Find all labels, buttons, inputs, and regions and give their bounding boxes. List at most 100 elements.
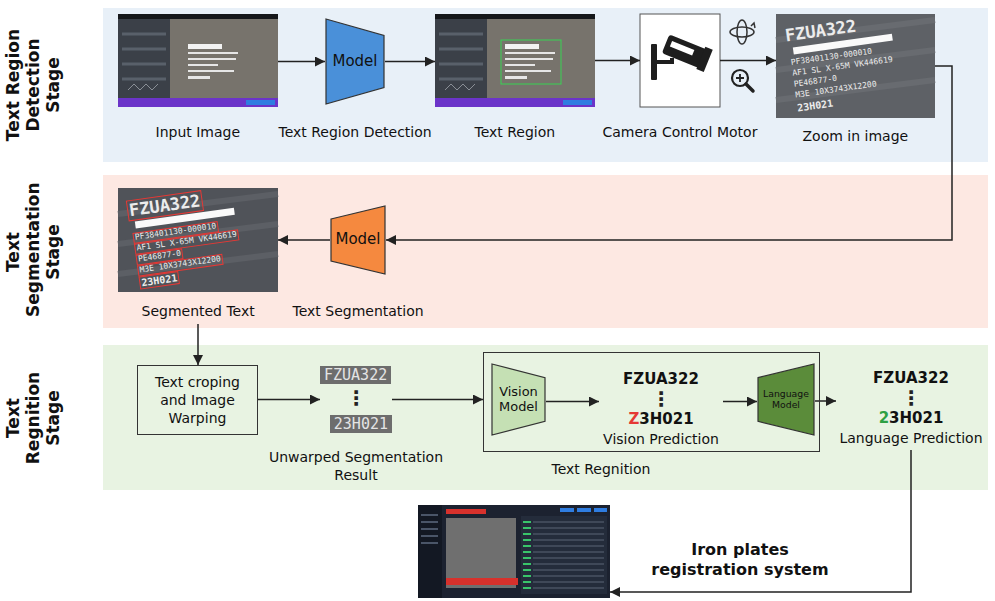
arrow-connector xyxy=(278,61,325,63)
camera-icon-part xyxy=(670,41,695,56)
connector-group xyxy=(198,61,952,593)
text-holder: Model xyxy=(325,18,385,105)
registration-screenshot-part xyxy=(446,518,516,588)
trapezoid-outline xyxy=(492,364,545,435)
stage-band: Text Region Detection StageInput ImageMo… xyxy=(103,8,988,162)
arrow-connector xyxy=(278,239,330,241)
trapezoid-outline xyxy=(758,364,814,435)
camera-icon-part xyxy=(696,47,712,72)
model-label: Model xyxy=(335,231,380,248)
text-holder: 23H021 xyxy=(330,415,392,433)
caption-text: Zoom in image xyxy=(803,127,909,145)
stage-label: Text Segmentation Stage xyxy=(3,187,63,317)
text-holder: Language Model xyxy=(757,363,815,436)
registration-screenshot-part xyxy=(421,515,438,543)
camera-box: Camera Control Motor xyxy=(640,14,720,107)
arrow-connector xyxy=(385,61,435,63)
registration-screenshot xyxy=(418,505,610,598)
rotate-icon-part xyxy=(730,27,754,37)
camera-icon-part xyxy=(657,58,672,62)
text-region-photo-part xyxy=(501,40,561,84)
registration-screenshot-part xyxy=(446,509,486,514)
text-region-photo xyxy=(435,14,595,107)
arrow-connector xyxy=(815,400,836,402)
caption-text: Input Image xyxy=(156,123,241,141)
caption-text: Language Prediction xyxy=(839,429,982,447)
unwarped-crop: FZUA322 xyxy=(320,366,391,384)
stage-label-holder: Text Segmentation Stage xyxy=(3,187,63,317)
plate-marking: FZUA322 xyxy=(784,17,858,45)
arrow-connector xyxy=(610,450,911,592)
stage-band: Text Regnition StageText croping and Ima… xyxy=(103,345,988,490)
rotate-icon-part xyxy=(737,20,747,44)
zoom-photo-part xyxy=(776,14,935,118)
text-holder: ⋮ xyxy=(320,385,392,411)
image-box: FZUA322PF38401130-000010AF1 SL X-65M VK4… xyxy=(118,188,278,292)
system-caption: Iron plates registration system xyxy=(645,540,835,580)
caption-holder: Text Region xyxy=(475,123,556,141)
registration-screenshot-part xyxy=(577,508,591,512)
model-label: Vision Model xyxy=(491,385,546,415)
prediction-row: ⋮ xyxy=(901,387,921,409)
caption-text: Camera Control Motor xyxy=(603,123,758,141)
prediction-row: Z3H021 xyxy=(628,410,693,428)
rotate-icon xyxy=(730,20,755,44)
unwarped-crop: 23H021 xyxy=(330,415,392,433)
arrow-connector xyxy=(723,401,757,403)
registration-screenshot-part xyxy=(560,508,574,512)
text-holder: Vision Model xyxy=(491,363,546,436)
caption-text: Text Regnition xyxy=(552,460,651,478)
prediction-text: 2 xyxy=(879,409,889,427)
caption-text: Text Segmentation xyxy=(293,302,424,320)
registration-screenshot-part xyxy=(418,505,610,598)
arrow-connector xyxy=(258,399,320,401)
text-holder: 23H021 xyxy=(797,98,834,114)
detection-band-fill xyxy=(103,8,988,162)
image-box: Input Image xyxy=(118,14,278,107)
trapezoid-outline xyxy=(326,19,384,104)
zoom-photo xyxy=(776,14,935,118)
segmentation-band-fill xyxy=(103,175,988,328)
caption-text: Text Region Detection xyxy=(279,123,432,141)
model-trapezoid: Language Model xyxy=(757,363,815,436)
stage-label: Text Regnition Stage xyxy=(3,353,63,483)
arrow-connector xyxy=(386,66,952,240)
zoom-icon-part xyxy=(746,84,753,91)
caption-holder: Camera Control Motor xyxy=(603,123,758,141)
prediction-group: FZUA322⋮ 23H021Language Prediction xyxy=(836,366,986,450)
registration-screenshot-part xyxy=(521,516,607,594)
prediction-row: ⋮ xyxy=(651,388,671,410)
prediction-text: ⋮ xyxy=(651,388,671,410)
text-holder: Model xyxy=(330,205,386,275)
zoom-icon xyxy=(732,70,753,91)
plate-marking: 23H021 xyxy=(797,98,834,114)
stage-label-holder: Text Regnition Stage xyxy=(3,353,63,483)
stage-label-holder: Text Region Detection Stage xyxy=(3,20,63,150)
group-box: Text RegnitionVision ModelFZUA322⋮Z3H021… xyxy=(483,352,820,452)
arrow-connector xyxy=(595,60,640,62)
process-box: Text croping and Image Warping xyxy=(137,365,258,435)
stage-label: Text Region Detection Stage xyxy=(3,20,63,150)
caption-text: Text Region xyxy=(475,123,556,141)
ellipsis-mark: ⋮ xyxy=(320,385,392,411)
text-holder: FZUA322 xyxy=(126,190,204,221)
model-label: Model xyxy=(332,53,377,70)
model-trapezoid: ModelText Region Detection xyxy=(325,18,385,105)
prediction-row: Vision Prediction xyxy=(603,428,719,448)
recognition-band-fill xyxy=(103,345,988,490)
image-box: FZUA322PF38401130-000010AF1 SL X-65M VK4… xyxy=(776,14,935,118)
prediction-text: Z xyxy=(628,410,639,428)
rotated-text-layer: FZUA322PF38401130-000010AF1 SL X-65M VK4… xyxy=(770,3,942,128)
prediction-text: 3H021 xyxy=(889,409,943,427)
segmented-photo xyxy=(118,188,278,292)
rotate-icon-part xyxy=(751,23,755,28)
prediction-row: FZUA322 xyxy=(873,369,949,387)
prediction-row: Language Prediction xyxy=(839,427,982,447)
registration-screenshot-part xyxy=(418,505,442,598)
registration-screenshot-part xyxy=(533,522,604,588)
prediction-text: ⋮ xyxy=(901,387,921,409)
arrow-connector xyxy=(546,401,599,403)
prediction-text: FZUA322 xyxy=(623,370,699,388)
registration-screenshot-part xyxy=(446,578,518,585)
